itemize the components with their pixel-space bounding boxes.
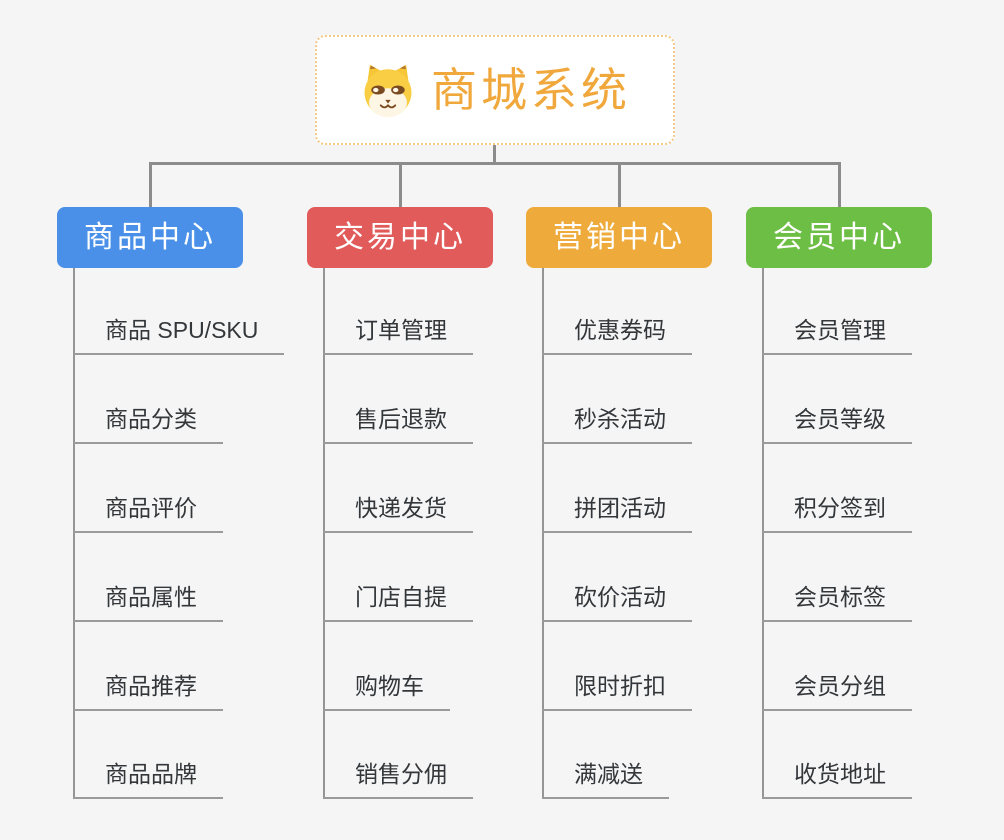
branch-label: 会员中心	[773, 220, 905, 254]
leaf-node[interactable]: 商品 SPU/SKU	[73, 313, 285, 355]
root-node-mall-system[interactable]: 商城系统	[315, 35, 675, 145]
leaf-node[interactable]: 商品品牌	[73, 757, 223, 799]
branch-trunk-line-2	[542, 268, 544, 799]
leaf-node[interactable]: 售后退款	[323, 402, 473, 444]
leaf-node[interactable]: 优惠券码	[542, 313, 692, 355]
leaf-node[interactable]: 商品推荐	[73, 669, 223, 711]
leaf-node[interactable]: 快递发货	[323, 491, 473, 533]
branch-node-3[interactable]: 会员中心	[746, 207, 932, 268]
branch-trunk-line-0	[73, 268, 75, 799]
branch-drop-line-3	[838, 162, 841, 208]
branch-drop-line-1	[399, 162, 402, 208]
shiba-dog-icon	[359, 62, 417, 118]
leaf-node[interactable]: 拼团活动	[542, 491, 692, 533]
branch-trunk-line-1	[323, 268, 325, 799]
leaf-node[interactable]: 限时折扣	[542, 669, 692, 711]
root-title: 商城系统	[431, 64, 631, 116]
leaf-node[interactable]: 积分签到	[762, 491, 912, 533]
leaf-node[interactable]: 满减送	[542, 757, 669, 799]
leaf-node[interactable]: 商品分类	[73, 402, 223, 444]
leaf-node[interactable]: 销售分佣	[323, 757, 473, 799]
leaf-node[interactable]: 砍价活动	[542, 580, 692, 622]
leaf-node[interactable]: 会员等级	[762, 402, 912, 444]
branch-label: 交易中心	[334, 220, 466, 254]
branch-drop-line-2	[618, 162, 621, 208]
branch-label: 商品中心	[84, 220, 216, 254]
branch-trunk-line-3	[762, 268, 764, 799]
branch-label: 营销中心	[553, 220, 685, 254]
leaf-node[interactable]: 订单管理	[323, 313, 473, 355]
leaf-node[interactable]: 会员管理	[762, 313, 912, 355]
leaf-node[interactable]: 商品属性	[73, 580, 223, 622]
leaf-node[interactable]: 会员标签	[762, 580, 912, 622]
branch-node-1[interactable]: 交易中心	[307, 207, 493, 268]
leaf-node[interactable]: 商品评价	[73, 491, 223, 533]
branch-horizontal-line	[149, 162, 841, 165]
root-stub-line	[493, 145, 496, 165]
leaf-node[interactable]: 门店自提	[323, 580, 473, 622]
leaf-node[interactable]: 会员分组	[762, 669, 912, 711]
leaf-node[interactable]: 购物车	[323, 669, 450, 711]
branch-node-0[interactable]: 商品中心	[57, 207, 243, 268]
branch-node-2[interactable]: 营销中心	[526, 207, 712, 268]
leaf-node[interactable]: 秒杀活动	[542, 402, 692, 444]
branch-drop-line-0	[149, 162, 152, 208]
leaf-node[interactable]: 收货地址	[762, 757, 912, 799]
